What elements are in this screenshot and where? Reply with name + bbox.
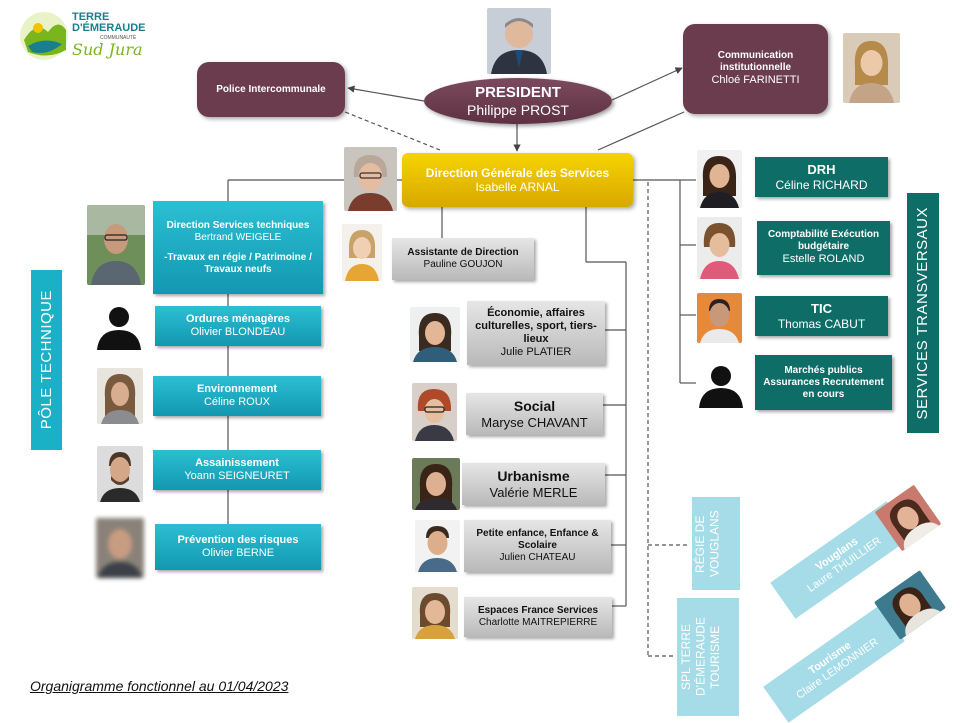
prevention-title: Prévention des risques — [177, 533, 299, 546]
president-photo — [487, 8, 551, 74]
regie-label: RÉGIE DE VOUGLANS — [693, 510, 722, 577]
assistante-photo — [342, 224, 382, 281]
tech-direction-title: Direction Services techniques — [166, 219, 310, 231]
regie-band: RÉGIE DE VOUGLANS — [692, 497, 740, 590]
tic-title: TIC — [811, 301, 832, 316]
platier-photo — [410, 307, 460, 362]
roland-photo — [697, 217, 742, 279]
spl-band: SPL TERRE D'ÉMERAUDE TOURISME — [677, 598, 739, 716]
blondeau-avatar — [95, 302, 143, 350]
logo-line-1: TERRE — [72, 11, 110, 23]
roux-photo — [97, 368, 143, 424]
drh-name: Céline RICHARD — [775, 177, 868, 192]
communication-name: Chloé FARINETTI — [711, 74, 800, 87]
weigele-photo — [87, 205, 145, 285]
drh-node: DRH Céline RICHARD — [755, 157, 888, 197]
communication-node: Communication institutionnelle Chloé FAR… — [683, 24, 828, 114]
maitrepierre-photo — [412, 587, 458, 639]
comptabilite-name: Estelle ROLAND — [782, 253, 865, 266]
tech-direction-node: Direction Services techniques Bertrand W… — [153, 201, 323, 294]
marches-node: Marchés publics Assurances Recrutement e… — [755, 355, 892, 410]
pole-technique-label: PÔLE TECHNIQUE — [37, 290, 55, 430]
assainissement-title: Assainissement — [195, 456, 279, 469]
economie-name: Julie PLATIER — [500, 346, 572, 359]
drh-title: DRH — [807, 162, 836, 177]
president-node: PRESIDENT Philippe PROST — [424, 78, 612, 124]
footer-caption: Organigramme fonctionnel au 01/04/2023 — [30, 678, 289, 694]
berne-photo — [96, 518, 144, 578]
prevention-name: Olivier BERNE — [201, 547, 275, 559]
logo-line-3: COMMUNAUTÉ — [100, 35, 137, 41]
dgs-title: Direction Générale des Services — [425, 165, 610, 180]
tech-direction-name: Bertrand WEIGELE — [194, 231, 282, 243]
france-services-name: Charlotte MAITREPIERRE — [478, 617, 598, 628]
tech-direction-extra: -Travaux en régie / Patrimoine / Travaux… — [164, 251, 312, 275]
comptabilite-node: Comptabilité Exécution budgétaire Estell… — [757, 221, 890, 275]
enfance-node: Petite enfance, Enfance & Scolaire Julie… — [464, 520, 611, 572]
environnement-name: Céline ROUX — [203, 396, 271, 408]
marches-avatar — [697, 362, 745, 408]
transversaux-label: SERVICES TRANSVERSAUX — [914, 206, 931, 420]
enfance-name: Julien CHATEAU — [499, 552, 576, 563]
richard-photo — [697, 150, 742, 208]
social-title: Social — [513, 397, 556, 414]
chavant-photo — [412, 383, 457, 441]
economie-node: Économie, affaires culturelles, sport, t… — [467, 301, 605, 365]
dgs-name: Isabelle ARNAL — [475, 180, 560, 194]
social-node: Social Maryse CHAVANT — [466, 393, 603, 435]
social-name: Maryse CHAVANT — [481, 414, 588, 430]
dgs-photo — [344, 147, 397, 211]
enfance-title: Petite enfance, Enfance & Scolaire — [476, 528, 599, 551]
communication-title: Communication institutionnelle — [717, 50, 794, 74]
marches-title: Marchés publics Assurances Recrutement e… — [763, 364, 884, 400]
police-label: Police Intercommunale — [216, 83, 326, 95]
urbanisme-name: Valérie MERLE — [489, 484, 578, 500]
assainissement-node: Assainissement Yoann SEIGNEURET — [153, 450, 321, 490]
cabut-photo — [697, 293, 742, 343]
logo-line-2: D'ÉMERAUDE — [72, 22, 146, 34]
economie-title: Économie, affaires culturelles, sport, t… — [475, 306, 597, 345]
merle-photo — [412, 458, 460, 510]
logo-emblem-icon — [20, 12, 68, 60]
lemonnier-photo — [873, 570, 947, 640]
spl-label: SPL TERRE D'ÉMERAUDE TOURISME — [679, 617, 722, 697]
comptabilite-title: Comptabilité Exécution budgétaire — [767, 229, 880, 253]
france-services-title: Espaces France Services — [477, 605, 599, 616]
chateau-photo — [415, 520, 460, 572]
president-name: Philippe PROST — [467, 101, 569, 118]
ordures-node: Ordures ménagères Olivier BLONDEAU — [155, 306, 321, 346]
president-title: PRESIDENT — [475, 83, 561, 101]
prevention-node: Prévention des risques Olivier BERNE — [155, 524, 321, 570]
dgs-node: Direction Générale des Services Isabelle… — [402, 153, 633, 207]
police-node: Police Intercommunale — [197, 62, 345, 117]
ordures-name: Olivier BLONDEAU — [190, 326, 286, 338]
seigneuret-photo — [97, 446, 143, 502]
logo: TERRE D'ÉMERAUDE COMMUNAUTÉ Sud Jura — [18, 10, 148, 62]
france-services-node: Espaces France Services Charlotte MAITRE… — [464, 597, 612, 637]
transversaux-band: SERVICES TRANSVERSAUX — [907, 193, 939, 433]
assistante-name: Pauline GOUJON — [423, 259, 503, 270]
tic-name: Thomas CABUT — [777, 316, 866, 331]
assistante-node: Assistante de Direction Pauline GOUJON — [392, 238, 534, 280]
pole-technique-band: PÔLE TECHNIQUE — [31, 270, 62, 450]
logo-line-4: Sud Jura — [72, 40, 143, 59]
ordures-title: Ordures ménagères — [186, 312, 290, 325]
environnement-title: Environnement — [196, 382, 278, 395]
tic-node: TIC Thomas CABUT — [755, 296, 888, 336]
urbanisme-title: Urbanisme — [497, 467, 570, 484]
thuillier-photo — [874, 484, 942, 552]
assainissement-name: Yoann SEIGNEURET — [184, 470, 290, 482]
communication-photo — [843, 33, 900, 103]
assistante-title: Assistante de Direction — [407, 247, 519, 258]
urbanisme-node: Urbanisme Valérie MERLE — [462, 463, 605, 505]
environnement-node: Environnement Céline ROUX — [153, 376, 321, 416]
